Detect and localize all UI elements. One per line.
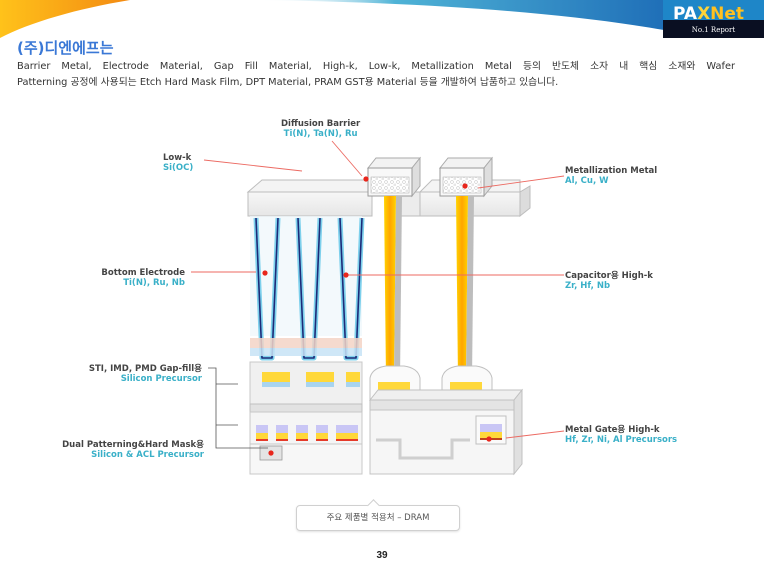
label-materials: Si(OC): [163, 163, 194, 173]
hard-mask-layer: [249, 411, 363, 475]
pointer-dots: [262, 176, 492, 456]
label-name: STI, IMD, PMD Gap-fill용: [88, 364, 202, 374]
label-name: Metal Gate용 High-k: [565, 425, 660, 435]
label-bottom-electrode: Bottom Electrode Ti(N), Ru, Nb: [96, 268, 185, 288]
description-line-2: Patterning 공정에 사용되는 Etch Hard Mask Film,…: [17, 76, 559, 88]
label-name: Low-k: [163, 153, 192, 163]
label-gap-fill: STI, IMD, PMD Gap-fill용 Silicon Precurso…: [60, 364, 202, 384]
logo-subtitle: No.1 Report: [691, 26, 736, 34]
capacitor-array: [250, 216, 365, 361]
description: Barrier Metal, Electrode Material, Gap F…: [17, 59, 735, 90]
logo-brand-x: X: [697, 4, 711, 24]
label-materials: Ti(N), Ta(N), Ru: [283, 129, 358, 139]
contact-plug-2: [456, 196, 474, 380]
label-materials: Zr, Hf, Nb: [565, 281, 611, 291]
logo-brand-left: PA: [673, 4, 698, 24]
label-materials: Hf, Zr, Ni, Al Precursors: [565, 435, 678, 445]
label-materials: Ti(N), Ru, Nb: [123, 278, 185, 288]
paxnet-logo: PAXNet No.1 Report: [663, 0, 764, 38]
label-name: Capacitor용 High-k: [565, 271, 653, 281]
logo-brand-right: Net: [710, 4, 745, 24]
label-metal-gate-high-k: Metal Gate용 High-k Hf, Zr, Ni, Al Precur…: [565, 425, 677, 445]
substrate: [368, 388, 524, 476]
label-name: Dual Patterning&Hard Mask용: [62, 440, 204, 450]
metallization-box-1: [366, 156, 422, 198]
label-metallization-metal: Metallization Metal Al, Cu, W: [565, 166, 657, 186]
label-bracket: [208, 367, 268, 449]
description-line-1: Barrier Metal, Electrode Material, Gap F…: [17, 61, 735, 72]
metallization-box-2: [438, 156, 494, 198]
pointer-lines: [191, 140, 565, 439]
header-banner: [0, 0, 664, 38]
label-materials: Silicon Precursor: [120, 374, 202, 384]
label-diffusion-barrier: Diffusion Barrier Ti(N), Ta(N), Ru: [281, 119, 360, 139]
label-name: Metallization Metal: [565, 166, 658, 176]
label-dual-patterning: Dual Patterning&Hard Mask용 Silicon & ACL…: [40, 440, 204, 460]
label-name: Diffusion Barrier: [281, 119, 361, 129]
logo-brand: PAXNet: [673, 4, 744, 24]
page-number: 39: [376, 550, 388, 561]
label-capacitor-high-k: Capacitor용 High-k Zr, Hf, Nb: [565, 271, 653, 291]
gap-fill-layer: [249, 361, 363, 413]
label-materials: Al, Cu, W: [565, 176, 609, 186]
label-low-k: Low-k Si(OC): [163, 153, 193, 173]
diagram-caption: 주요 제품별 적용처 – DRAM: [296, 505, 460, 531]
contact-plug-1: [384, 196, 402, 380]
label-name: Bottom Electrode: [101, 268, 185, 278]
label-materials: Silicon & ACL Precursor: [91, 450, 204, 460]
page-title: (주)디엔에프는: [17, 39, 114, 57]
